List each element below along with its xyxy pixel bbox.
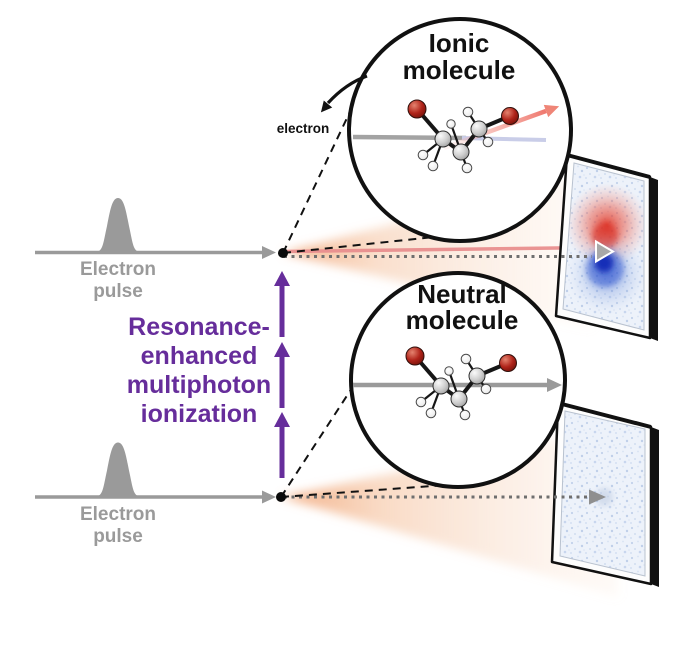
difference-diffraction-pattern bbox=[565, 183, 644, 314]
beam-impact-arrowhead-icon-bottom bbox=[589, 489, 606, 505]
beam-arrowhead-icon bbox=[262, 490, 276, 504]
ejected-electron-arrowhead-icon bbox=[320, 100, 333, 113]
electron-beam-bottom bbox=[35, 442, 276, 504]
up-arrowhead-icon bbox=[274, 342, 290, 357]
ion-deflection-trajectory-line bbox=[283, 245, 597, 254]
beam-impact-arrowhead-icon-top bbox=[595, 239, 615, 264]
electron-pulse-label-bottom: Electron pulse bbox=[80, 504, 156, 547]
pulse-label-line1: Electron bbox=[80, 504, 156, 525]
interaction-point-bottom bbox=[276, 492, 286, 502]
rempi-line4: ionization bbox=[141, 400, 258, 428]
ion-recoil-arrow-line bbox=[443, 108, 547, 151]
ionic-title-line2: molecule bbox=[403, 55, 516, 85]
up-arrowhead-icon bbox=[274, 271, 290, 286]
ejected-electron-label: electron bbox=[277, 121, 330, 136]
beam-arrowhead-icon bbox=[547, 378, 562, 392]
detector-side-edge bbox=[651, 427, 659, 587]
rempi-line1: Resonance- bbox=[128, 313, 270, 341]
neutral-title-line2: molecule bbox=[406, 305, 519, 335]
ionic-molecule-inset: Ionic molecule bbox=[347, 17, 573, 243]
detector-screen-bottom bbox=[550, 401, 659, 587]
ejected-electron-arc bbox=[326, 74, 368, 105]
beam-arrowhead-icon bbox=[262, 246, 276, 259]
neutral-molecule-inset: Neutral molecule bbox=[349, 271, 567, 489]
rempi-label: Resonance- enhanced multiphoton ionizati… bbox=[127, 313, 271, 428]
rempi-line2: enhanced bbox=[141, 342, 258, 370]
scattering-cone-bottom bbox=[281, 426, 618, 597]
interaction-point-top bbox=[278, 248, 288, 258]
electron-pulse-waveform-bottom bbox=[95, 442, 141, 497]
ion-recoil-arrowhead-icon bbox=[543, 104, 560, 118]
up-arrowhead-icon bbox=[274, 412, 290, 427]
detector-side-edge bbox=[650, 177, 658, 341]
pulse-label-line1: Electron bbox=[80, 259, 156, 280]
electron-pulse-label-top: Electron pulse bbox=[80, 259, 156, 302]
rempi-arrows bbox=[274, 271, 290, 478]
electron-beam-top bbox=[35, 198, 276, 259]
rempi-line3: multiphoton bbox=[127, 371, 271, 399]
electron-pulse-waveform-top bbox=[95, 198, 141, 252]
neutral-title-line1: Neutral bbox=[417, 279, 507, 309]
pulse-label-line2: pulse bbox=[93, 281, 143, 302]
pulse-label-line2: pulse bbox=[93, 526, 143, 547]
ionic-title-line1: Ionic bbox=[429, 28, 490, 58]
